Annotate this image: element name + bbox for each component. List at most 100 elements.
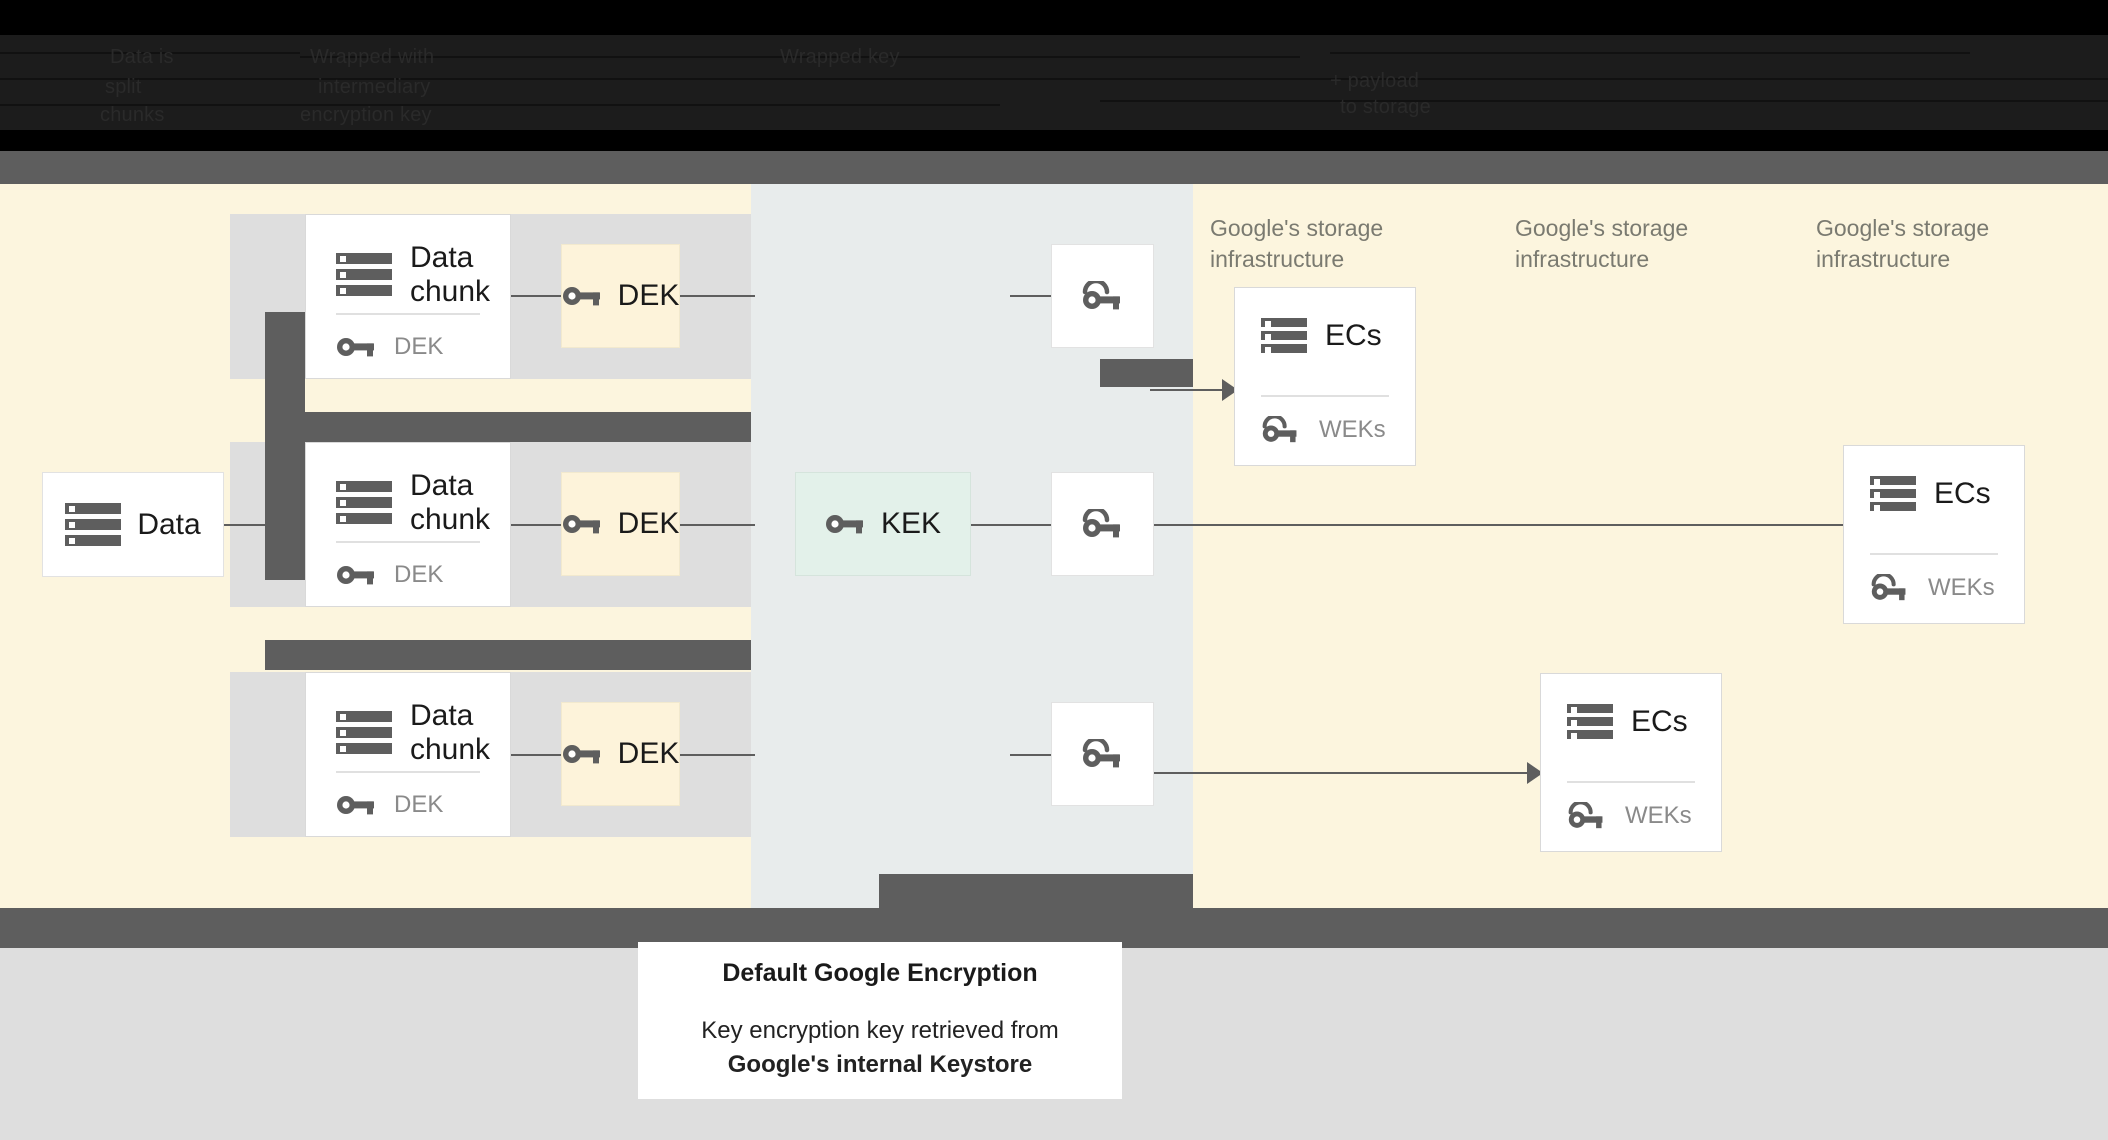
card-divider (1567, 781, 1695, 783)
ec-card-header: ECs (1235, 288, 1415, 354)
connector-dek2-band (680, 754, 755, 756)
dek-box-2[interactable]: DEK (561, 702, 680, 806)
chunk-card-key-label: DEK (394, 791, 444, 818)
arrow-head-row2 (1527, 762, 1543, 784)
key-icon (562, 284, 602, 308)
server-icon (336, 480, 392, 525)
ec-card-title: ECs (1325, 319, 1382, 353)
bracket-vertical (265, 312, 305, 580)
caption-body: Key encryption key retrieved from Google… (701, 1014, 1058, 1082)
top-text-row-1-col-0: split (105, 76, 142, 98)
ec-card-key-label: WEKs (1928, 574, 1995, 601)
ec-card-key-row: WEKs (1261, 416, 1386, 444)
storage-label-1: Google's storage infrastructure (1515, 215, 1689, 273)
bottom-dark-strip (0, 908, 2108, 948)
dek-box-1[interactable]: DEK (561, 472, 680, 576)
kek-box[interactable]: KEK (795, 472, 971, 576)
connector-band-wek2 (1010, 754, 1051, 756)
connector-band-wek0 (1010, 295, 1051, 297)
chunk-card-header: Data chunk (306, 443, 510, 537)
top-rule (0, 52, 300, 54)
wek-box-2[interactable] (1051, 702, 1154, 806)
key-icon (562, 512, 602, 536)
arrow-line-row2 (1154, 772, 1534, 774)
connector-dek1-band (680, 524, 755, 526)
top-rule (300, 56, 1300, 58)
ec-card-header: ECs (1541, 674, 1721, 740)
key-icon (825, 512, 865, 536)
server-icon (1261, 318, 1307, 354)
ec-card-key-row: WEKs (1567, 802, 1692, 830)
chunk-card-title: Data chunk (410, 469, 491, 536)
top-text-row-1-col-1: intermediary (318, 76, 431, 98)
connector-kek-to-wek1 (971, 524, 1051, 526)
ec-card-0[interactable]: ECs WEKs (1234, 287, 1416, 466)
connector-chunk0-dek0 (511, 295, 561, 297)
storage-label-2: Google's storage infrastructure (1816, 215, 1990, 273)
ec-card-key-row: WEKs (1870, 574, 1995, 602)
chunk-card-key-row: DEK (336, 791, 443, 819)
server-icon (1870, 476, 1916, 512)
arrow-line-row1 (1154, 524, 1854, 526)
wrapped-key-icon (1870, 574, 1910, 602)
server-icon (65, 502, 122, 547)
caption-line-2: Google's internal Keystore (727, 1051, 1033, 1078)
top-text-row-1-col-2: + payload (1330, 70, 1420, 92)
top-text-row-0-col-2: Wrapped key (780, 46, 900, 68)
top-rule (1100, 100, 2108, 102)
top-shadow-strip-2 (255, 151, 2108, 184)
caption-title: Default Google Encryption (722, 958, 1038, 987)
top-text-row-2-col-1: encryption key (300, 104, 432, 126)
key-icon (336, 563, 376, 587)
bracket-arm-1 (265, 412, 751, 442)
chunk-card-key-row: DEK (336, 333, 443, 361)
wrapped-key-icon (1081, 739, 1125, 769)
source-card-label: Data (137, 507, 201, 541)
top-text-row-0-col-1: Wrapped with (310, 46, 435, 68)
top-text-row-2-col-0: chunks (100, 104, 165, 126)
connector-data-to-bracket (224, 524, 269, 526)
chunk-card-2[interactable]: Data chunk DEK (305, 672, 511, 837)
connector-chunk1-dek1 (511, 524, 561, 526)
server-icon (1567, 704, 1613, 740)
top-rule (1330, 52, 1970, 54)
bracket-arm-2 (265, 640, 751, 670)
top-obscured-bar: Data is Wrapped with Wrapped key split i… (0, 0, 2108, 184)
storage-label-0: Google's storage infrastructure (1210, 215, 1384, 273)
top-rule (0, 78, 2108, 80)
chunk-card-0[interactable]: Data chunk DEK (305, 214, 511, 379)
ec-card-key-label: WEKs (1319, 416, 1386, 443)
diagram-canvas: Data Data chunk DEK Data chunk (0, 184, 2108, 908)
top-text-row-0-col-0: Data is (110, 46, 174, 68)
key-icon (336, 793, 376, 817)
key-icon (336, 335, 376, 359)
overlay-strip-row0 (1100, 359, 1193, 387)
card-divider (336, 771, 480, 773)
connector-dek0-band (680, 295, 755, 297)
chunk-card-title: Data chunk (410, 241, 491, 308)
wek-box-0[interactable] (1051, 244, 1154, 348)
dek-box-0[interactable]: DEK (561, 244, 680, 348)
dek-box-label: DEK (617, 507, 680, 540)
card-divider (1870, 553, 1998, 555)
chunk-card-key-label: DEK (394, 561, 444, 588)
band-tail (879, 874, 1193, 908)
chunk-card-1[interactable]: Data chunk DEK (305, 442, 511, 607)
ec-card-title: ECs (1631, 705, 1688, 739)
top-text-row-2-col-2: to storage (1340, 96, 1431, 118)
wek-box-1[interactable] (1051, 472, 1154, 576)
dek-box-label: DEK (617, 737, 680, 770)
card-divider (336, 541, 480, 543)
chunk-card-header: Data chunk (306, 673, 510, 767)
ec-card-1[interactable]: ECs WEKs (1843, 445, 2025, 624)
server-icon (336, 252, 392, 297)
ec-card-2[interactable]: ECs WEKs (1540, 673, 1722, 852)
ec-card-key-label: WEKs (1625, 802, 1692, 829)
source-card-data[interactable]: Data (42, 472, 224, 577)
caption-card: Default Google Encryption Key encryption… (638, 942, 1122, 1099)
kek-box-label: KEK (880, 507, 942, 540)
connector-chunk2-dek2 (511, 754, 561, 756)
wrapped-key-icon (1567, 802, 1607, 830)
chunk-card-title: Data chunk (410, 699, 491, 766)
